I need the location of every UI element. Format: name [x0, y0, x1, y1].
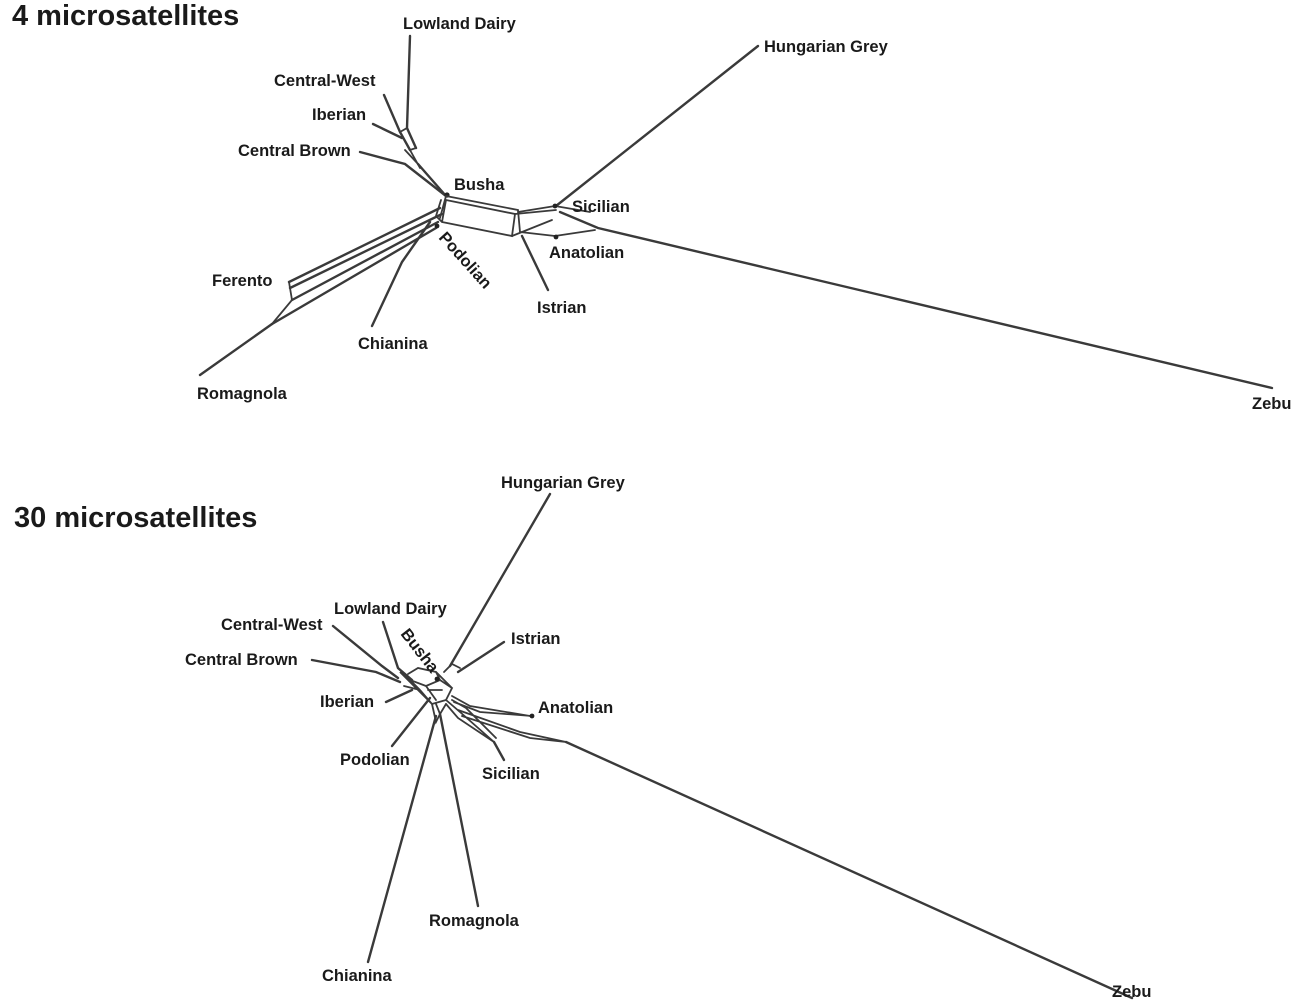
label-iberian-b: Iberian: [320, 693, 374, 711]
panel-title-bottom: 30 microsatellites: [14, 502, 257, 534]
taxon-labels-bottom: Hungarian Grey Lowland Dairy Central-Wes…: [185, 474, 1151, 1001]
label-sicilian-b: Sicilian: [482, 765, 540, 783]
label-istrian: Istrian: [537, 299, 587, 317]
edge-hungarian-grey-b: [448, 492, 552, 668]
label-zebu: Zebu: [1252, 395, 1291, 413]
label-romagnola-b: Romagnola: [429, 912, 520, 930]
panel-30-microsatellites: 30 microsatellites Hungaria: [14, 474, 1151, 1001]
edge-romagnola: [198, 322, 274, 377]
panel-4-microsatellites: 4 microsatellites: [12, 0, 1291, 413]
sicilian-node: [552, 203, 558, 209]
edge-istrian-b: [456, 640, 506, 674]
label-hungarian-grey: Hungarian Grey: [764, 38, 889, 56]
anatolian-node: [553, 234, 559, 240]
label-istrian-b: Istrian: [511, 630, 561, 648]
label-lowland-dairy: Lowland Dairy: [403, 15, 517, 33]
band-ferento-2: [288, 212, 444, 290]
label-chianina: Chianina: [358, 335, 428, 353]
mesh-lower-right: [445, 695, 567, 743]
label-central-brown-b: Central Brown: [185, 651, 298, 669]
edge-zebu: [558, 210, 1274, 390]
edge-romagnola-b: [438, 712, 480, 908]
edge-central-brown: [358, 150, 448, 198]
mesh-lower: [431, 703, 447, 725]
edge-upper-trunk: [416, 162, 448, 198]
label-central-brown: Central Brown: [238, 142, 351, 160]
edge-sicilian-b: [492, 740, 506, 762]
edge-istrian: [520, 234, 550, 292]
edge-iberian: [371, 122, 404, 140]
edge-iberian-b: [384, 688, 414, 704]
busha-node-b: [434, 676, 440, 682]
label-hungarian-grey-b: Hungarian Grey: [501, 474, 626, 492]
label-zebu-b: Zebu: [1112, 983, 1151, 1001]
label-ferento: Ferento: [212, 272, 273, 290]
label-iberian: Iberian: [312, 106, 366, 124]
edge-podolian-b: [390, 696, 432, 748]
edge-hungarian-grey-b2: [443, 662, 461, 673]
label-romagnola: Romagnola: [197, 385, 288, 403]
label-anatolian: Anatolian: [549, 244, 624, 262]
edge-chianina: [370, 220, 432, 328]
label-central-west: Central-West: [274, 72, 376, 90]
panel-title-top: 4 microsatellites: [12, 0, 239, 32]
edge-chianina-b: [366, 714, 438, 964]
edge-zebu-b: [564, 740, 1134, 1000]
podolian-node: [434, 223, 440, 229]
label-chianina-b: Chianina: [322, 967, 392, 985]
label-podolian: Podolian: [435, 229, 495, 293]
band-romagnola-1: [290, 220, 440, 302]
band-romagnola-2: [270, 226, 438, 326]
edge-central-brown-b: [310, 658, 402, 684]
network-bottom: [310, 492, 1134, 1000]
label-sicilian: Sicilian: [572, 198, 630, 216]
network-top: [198, 34, 1274, 390]
edge-central-west-b: [331, 624, 400, 680]
anatolian-node-b: [529, 713, 535, 719]
box-upper-left: [398, 126, 447, 197]
band-ferento-1: [287, 206, 442, 284]
label-anatolian-b: Anatolian: [538, 699, 613, 717]
label-central-west-b: Central-West: [221, 616, 323, 634]
label-podolian-b: Podolian: [340, 751, 410, 769]
edge-hungarian-grey: [554, 44, 760, 208]
edge-lowland-dairy-b: [381, 620, 414, 682]
mesh-center: [399, 667, 454, 706]
label-lowland-dairy-b: Lowland Dairy: [334, 600, 448, 618]
band-connect: [271, 281, 293, 325]
label-busha: Busha: [454, 176, 505, 194]
